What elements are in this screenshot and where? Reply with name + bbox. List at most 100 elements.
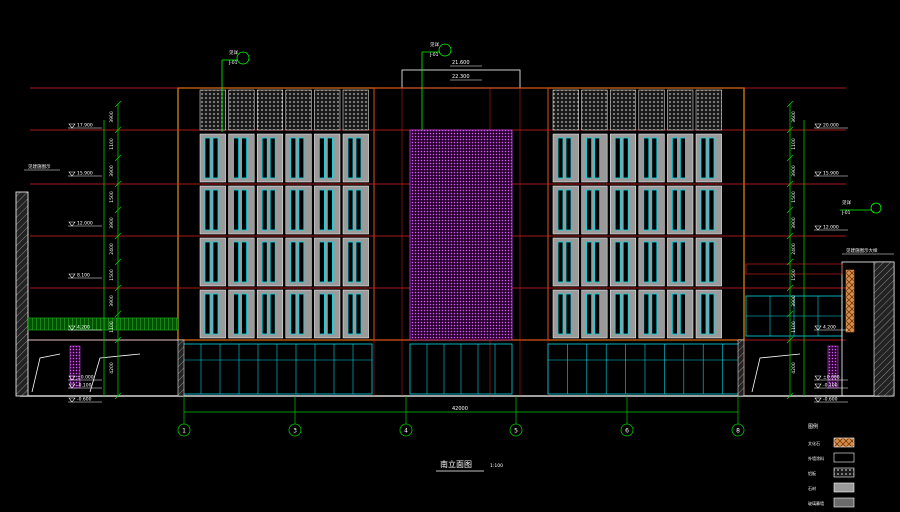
dim-tick <box>786 100 794 108</box>
window-slot <box>680 189 686 231</box>
legend-swatch <box>833 437 855 448</box>
dim-tick <box>114 310 122 318</box>
window-slot <box>355 241 362 283</box>
callout-right-side-2: J-01 <box>841 210 851 216</box>
drawing-title-block: 南立面图 1:100 <box>436 459 503 472</box>
window-slot <box>651 241 658 283</box>
elev-top-1: 21.600 <box>452 60 470 66</box>
elev-text: 4.200 <box>77 325 90 331</box>
window-slot <box>212 137 219 179</box>
window-slot <box>233 241 240 283</box>
base-pier <box>737 339 745 397</box>
perforated-panel <box>256 89 284 131</box>
window-slot <box>700 137 707 179</box>
window-slot <box>672 189 678 231</box>
window-slot <box>680 137 686 179</box>
window-slot <box>557 189 564 231</box>
perforated-panel <box>609 89 637 131</box>
window-slot <box>594 189 600 231</box>
window-slot <box>594 241 600 283</box>
window-slot <box>241 189 248 231</box>
perforated-panel <box>285 89 312 131</box>
dim-tick <box>114 284 122 292</box>
window-slot <box>347 137 354 179</box>
dim-text: 1500 <box>109 191 115 203</box>
elev-text: 15.900 <box>77 171 93 177</box>
window-slot <box>565 137 572 179</box>
window-grid-right <box>552 89 722 339</box>
window-slot <box>298 293 305 335</box>
window-slot <box>680 241 686 283</box>
window-slot <box>586 137 592 179</box>
window-slot <box>355 137 362 179</box>
perforated-panel <box>695 89 722 131</box>
overall-dimension: 42000 <box>184 406 738 413</box>
window-slot <box>241 293 248 335</box>
elev-triangle <box>68 123 76 129</box>
callout-left-top: 见详 J-01 <box>221 49 250 132</box>
dim-tick <box>786 232 794 240</box>
window-slot <box>269 137 276 179</box>
window-slot <box>233 137 240 179</box>
elev-triangle <box>68 375 76 381</box>
dim-tick <box>114 154 122 162</box>
window-slot <box>586 293 592 335</box>
dim-tick <box>114 336 122 344</box>
dim-tick <box>114 126 122 134</box>
window-slot <box>298 189 305 231</box>
perforated-panel <box>638 89 665 131</box>
elev-text: ±0.000 <box>823 375 840 381</box>
dim-tick <box>786 284 794 292</box>
drawing-scale: 1:100 <box>490 463 503 469</box>
elev-triangle <box>814 325 822 331</box>
window-slot <box>290 293 297 335</box>
window-slot <box>586 189 592 231</box>
elev-triangle <box>814 123 822 129</box>
axis-bubble <box>288 423 302 437</box>
elev-text: -0.600 <box>823 397 838 403</box>
window-slot <box>651 293 658 335</box>
elev-triangle <box>814 171 822 177</box>
window-slot <box>318 293 325 335</box>
elev-triangle <box>68 325 76 331</box>
dim-text: 3900 <box>109 165 115 177</box>
perforated-panel <box>228 89 255 131</box>
axis-bubble <box>177 423 191 437</box>
legend-swatch <box>833 452 855 463</box>
elev-text: 8.100 <box>77 273 90 279</box>
perforated-panel <box>199 89 226 131</box>
dim-tick <box>786 126 794 134</box>
window-slot <box>672 241 678 283</box>
window-slot <box>565 293 572 335</box>
window-slot <box>347 293 354 335</box>
window-slot <box>651 137 658 179</box>
left-annex <box>15 191 179 397</box>
dim-text: 1100 <box>791 321 797 333</box>
legend-label: 外墙涂料 <box>808 455 824 461</box>
legend-label: 文化石 <box>808 440 820 446</box>
elev-text: 4.200 <box>823 325 836 331</box>
dim-text: 1100 <box>109 138 115 150</box>
dimension-chains: 3900110039001500390024001500390011004200… <box>103 100 805 400</box>
window-slot <box>261 189 268 231</box>
perforated-panel <box>552 89 579 131</box>
dim-tick <box>114 180 122 188</box>
elev-triangle <box>68 383 76 389</box>
callout-right-side-1: 见详 <box>842 199 851 206</box>
window-slot <box>212 189 219 231</box>
dim-text: 3900 <box>791 217 797 229</box>
window-slot <box>700 189 707 231</box>
window-slot <box>269 189 276 231</box>
callout-center-top-2: J-01 <box>429 52 439 58</box>
dim-tick <box>786 336 794 344</box>
elev-triangle <box>68 221 76 227</box>
window-slot <box>318 241 325 283</box>
elevation-marks-left: 17.90015.90012.0008.1004.200±0.000-0.100… <box>68 123 102 403</box>
axis-bubble <box>509 423 523 437</box>
window-slot <box>212 241 219 283</box>
window-slot <box>326 241 333 283</box>
axis-label: 8 <box>736 428 740 435</box>
legend-label: 石材 <box>808 485 816 491</box>
dim-tick <box>786 180 794 188</box>
